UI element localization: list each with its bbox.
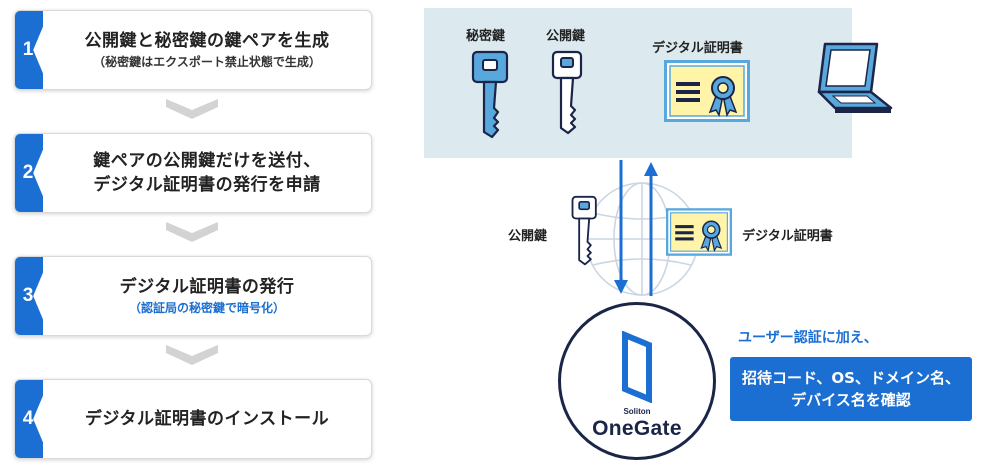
step-title: デジタル証明書のインストール <box>84 409 330 429</box>
step-3: 3 デジタル証明書の発行 （認証局の秘密鍵で暗号化） <box>14 256 372 336</box>
step-note: （認証局の秘密鍵で暗号化） <box>128 301 285 315</box>
certificate-label: デジタル証明書 <box>652 41 743 56</box>
transfer-certificate-label: デジタル証明書 <box>742 229 833 244</box>
onegate-logo: Soliton OneGate <box>558 302 716 460</box>
brand-name: OneGate <box>592 417 682 440</box>
step-number: 1 <box>22 39 34 60</box>
step-4: 4 デジタル証明書のインストール <box>14 379 372 459</box>
transfer-public-key-label: 公開鍵 <box>508 229 548 244</box>
public-key-icon <box>551 50 583 135</box>
private-key-label: 秘密鍵 <box>466 29 506 44</box>
step-title: デジタル証明書の発行 <box>119 277 295 297</box>
verification-box: 招待コード、OS、ドメイン名、 デバイス名を確認 <box>730 357 972 421</box>
step-title-line2: デジタル証明書の発行を申請 <box>93 175 321 195</box>
step-1: 1 公開鍵と秘密鍵の鍵ペアを生成 （秘密鍵はエクスポート禁止状態で生成） <box>14 10 372 90</box>
brand-small: Soliton <box>623 407 651 416</box>
step-number: 3 <box>22 285 34 306</box>
certificate-icon <box>664 60 750 122</box>
step-note: （秘密鍵はエクスポート禁止状態で生成） <box>93 55 321 69</box>
verification-line1: 招待コード、OS、ドメイン名、 <box>742 369 960 387</box>
step-title: 鍵ペアの公開鍵だけを送付、 <box>93 151 321 171</box>
chevron-down-icon <box>166 99 218 119</box>
step-2: 2 鍵ペアの公開鍵だけを送付、 デジタル証明書の発行を申請 <box>14 133 372 213</box>
arrow-down-icon <box>614 160 628 294</box>
verification-line2: デバイス名を確認 <box>791 391 911 409</box>
auth-note: ユーザー認証に加え、 <box>738 330 878 346</box>
certificate-icon <box>666 208 732 256</box>
step-number: 4 <box>22 408 34 429</box>
private-key-icon <box>471 50 509 139</box>
arrow-up-icon <box>644 162 658 296</box>
step-title: 公開鍵と秘密鍵の鍵ペアを生成 <box>84 31 330 51</box>
public-key-icon <box>571 195 597 266</box>
step-number: 2 <box>22 162 34 183</box>
chevron-down-icon <box>166 345 218 365</box>
public-key-label: 公開鍵 <box>546 29 586 44</box>
onegate-mark-icon <box>622 331 652 403</box>
laptop-icon <box>817 42 893 113</box>
chevron-down-icon <box>166 222 218 242</box>
